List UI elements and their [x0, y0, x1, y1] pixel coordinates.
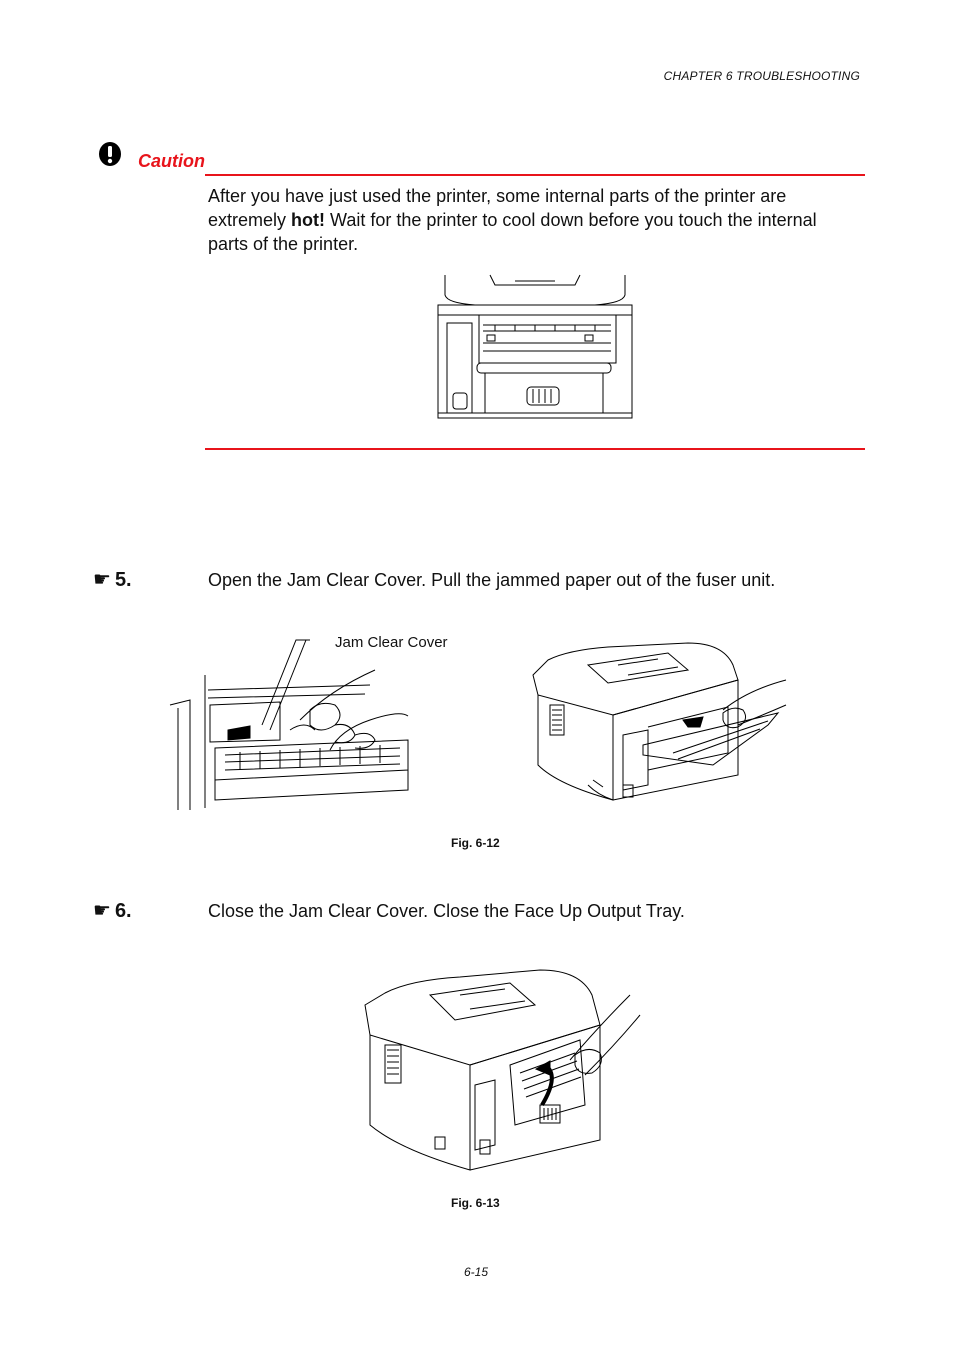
step-6-number: 6.: [114, 900, 132, 922]
pointing-hand-icon: ☛: [93, 900, 111, 922]
exclamation-icon: [99, 142, 121, 166]
caution-text-after: Wait for the printer to cool down before…: [208, 210, 817, 254]
caution-hot-word: hot!: [291, 210, 326, 230]
step-5-text: Open the Jam Clear Cover. Pull the jamme…: [208, 570, 776, 590]
step-6-marker: ☛6.: [93, 898, 132, 923]
printer-back-illustration: [435, 275, 635, 420]
fig-6-13-label: Fig. 6-13: [451, 1196, 500, 1210]
step-5-number: 5.: [114, 569, 132, 591]
caution-text-before: After you have just used the printer, so…: [208, 186, 787, 230]
printer-close-cover-illustration: [360, 965, 645, 1175]
printer-paper-pull-illustration: [528, 635, 788, 805]
caution-text: After you have just used the printer, so…: [208, 184, 858, 256]
fuser-closeup-illustration: [170, 630, 410, 815]
page-number: 6-15: [464, 1265, 489, 1279]
chapter-header: CHAPTER 6 TROUBLESHOOTING: [663, 69, 860, 83]
step-6-text: Close the Jam Clear Cover. Close the Fac…: [208, 901, 685, 921]
caution-bottom-rule: [205, 448, 865, 450]
fig-6-12-label: Fig. 6-12: [451, 836, 500, 850]
caution-top-rule: [205, 174, 865, 176]
jam-clear-cover-callout: Jam Clear Cover: [335, 634, 448, 651]
pointing-hand-icon: ☛: [93, 569, 111, 591]
caution-label: Caution: [138, 151, 205, 171]
step-5-marker: ☛5.: [93, 567, 132, 592]
